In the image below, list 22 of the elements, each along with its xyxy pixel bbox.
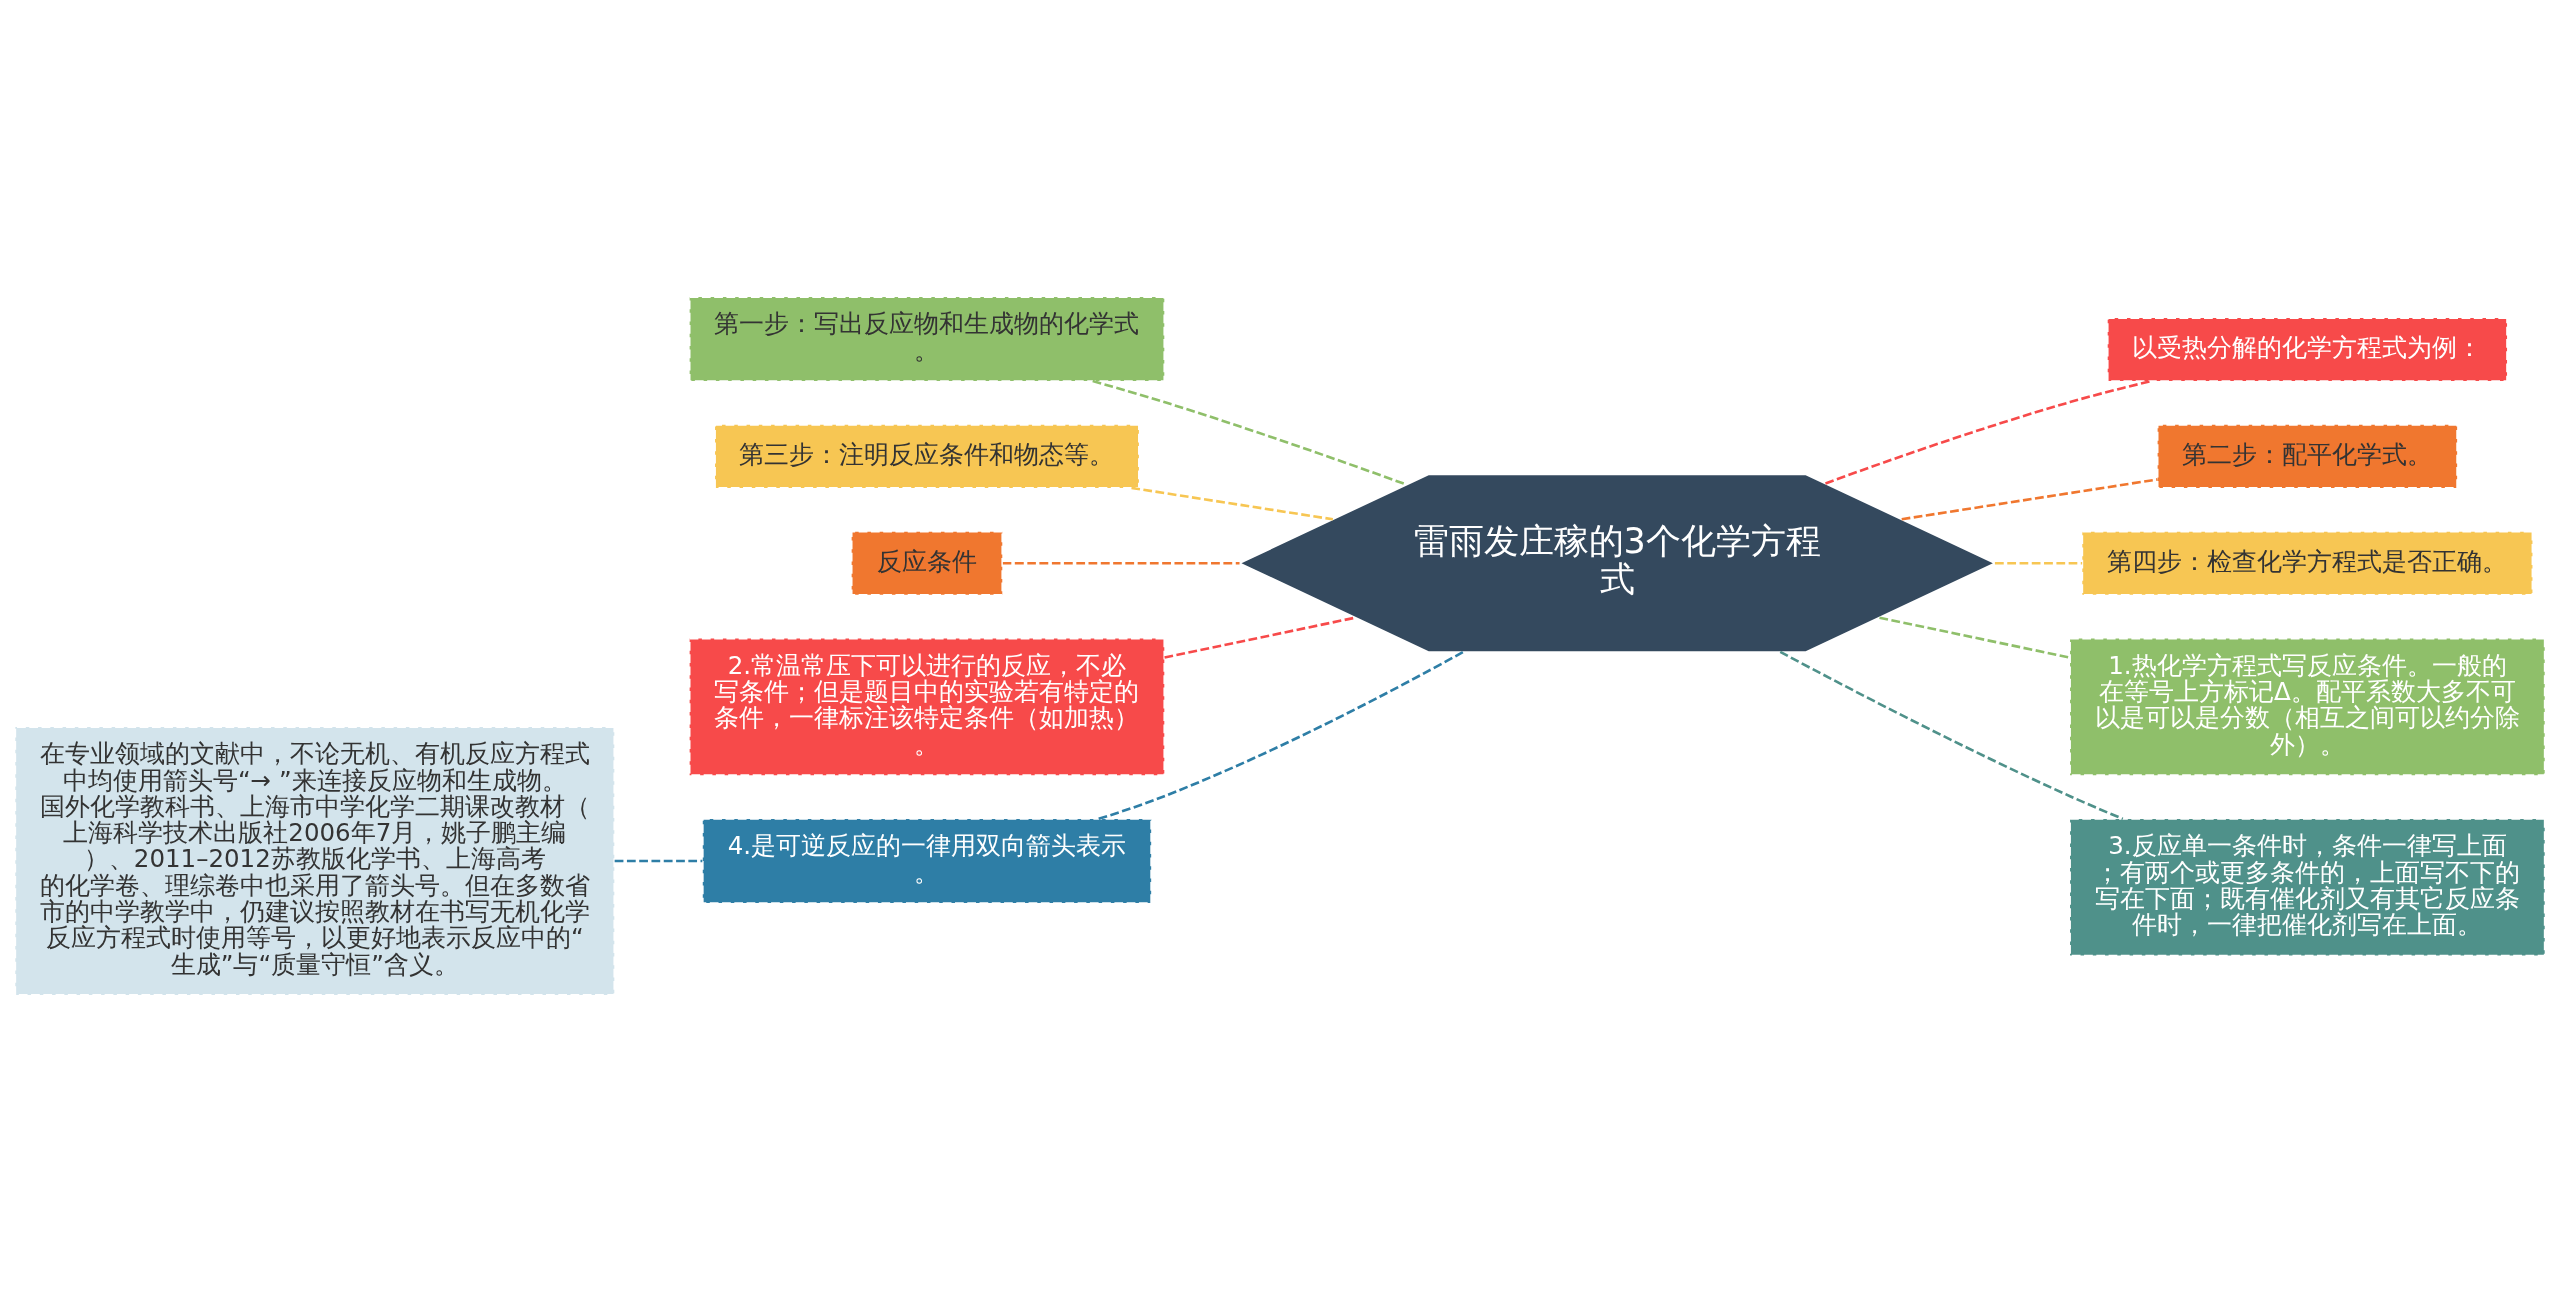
node-box: 第一步：写出反应物和生成物的化学式。 <box>688 295 1166 382</box>
node-box: 反应条件 <box>850 530 1004 596</box>
node-box: 以受热分解的化学方程式为例： <box>2106 316 2508 382</box>
connector <box>1164 615 1356 659</box>
connector <box>1901 477 2158 521</box>
connector <box>614 859 703 862</box>
node-box: 第四步：检查化学方程式是否正确。 <box>2081 530 2534 596</box>
node-box: 在专业领域的文献中，不论无机、有机反应方程式中均使用箭头号“→ ”来连接反应物和生成物。国外化学教科书、上海市中学化学二期课改教材（上海科学技术出版社2006年7月，姚子鹏主编）、2011–2012苏教版化学书、上海高考的化学卷、理综卷中也采用了箭头号。但在多数省市的中学教学中，仍建议按照教材在书写无机化学反应方程式时使用等号，以更好地表示反应中的“生成”与“质量守恒”含义。 <box>14 725 616 996</box>
connector <box>1825 379 2152 485</box>
connector <box>1131 486 1334 521</box>
connector <box>1002 561 1240 565</box>
connector <box>1098 650 1464 820</box>
node-box: 3.反应单一条件时，条件一律写上面；有两个或更多条件的，上面写不下的写在下面；既有催化剂又有其它反应条件时，一律把催化剂写在上面。 <box>2069 817 2546 956</box>
connector <box>1092 379 1407 486</box>
connector <box>1779 650 2124 820</box>
node-box: 1.热化学方程式写反应条件。一般的在等号上方标记Δ。配平系数大多不可以是可以是分数（相互之间可以约分除外）。 <box>2069 637 2546 776</box>
connector <box>1879 615 2071 659</box>
node-box: 第二步：配平化学式。 <box>2156 423 2458 489</box>
node-box: 2.常温常压下可以进行的反应，不必写条件；但是题目中的实验若有特定的条件，一律标注该特定条件（如加热）。 <box>688 637 1166 776</box>
connector <box>1994 561 2083 565</box>
node-box: 4.是可逆反应的一律用双向箭头表示。 <box>701 817 1153 904</box>
node-box: 第三步：注明反应条件和物态等。 <box>714 423 1140 489</box>
